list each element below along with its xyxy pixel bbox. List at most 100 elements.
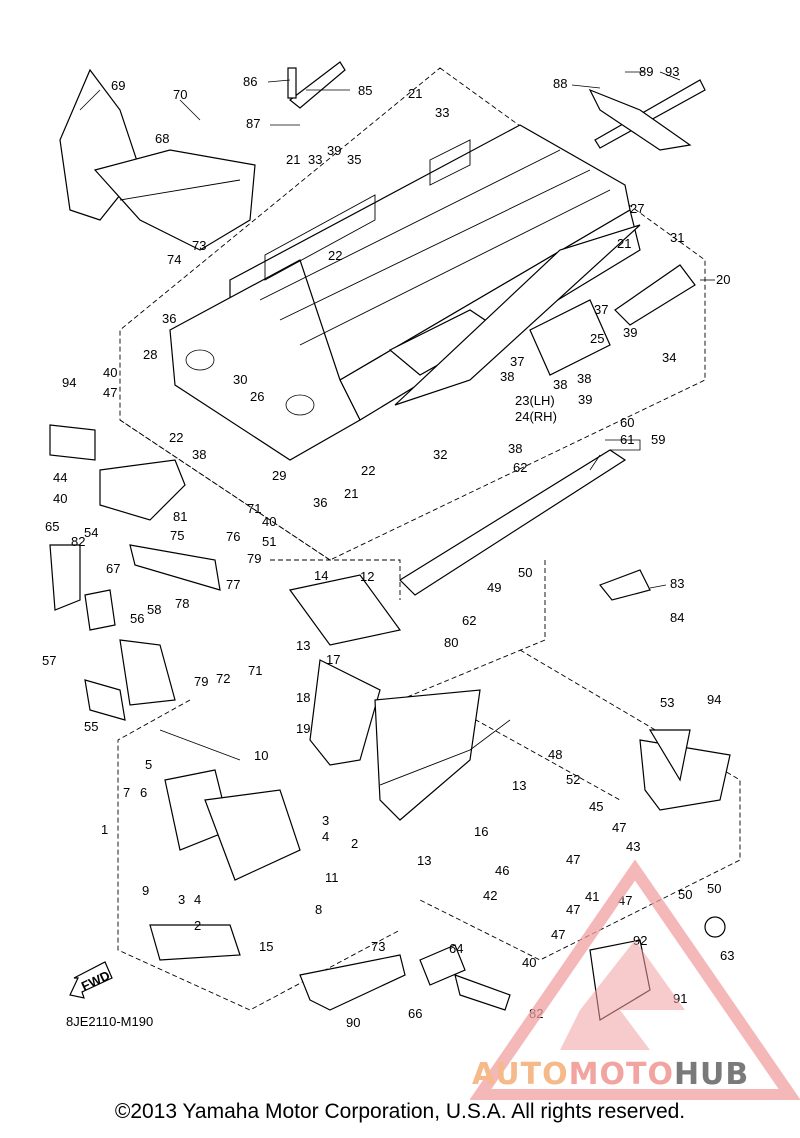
callout: 21 — [617, 236, 631, 251]
front-parts-65-67 — [49, 544, 116, 631]
callout: 40 — [262, 514, 276, 529]
callout: 55 — [84, 719, 98, 734]
callout: 41 — [585, 889, 599, 904]
callout: 36 — [162, 311, 176, 326]
callout: 20 — [716, 272, 730, 287]
callout: 34 — [662, 350, 676, 365]
callout: 46 — [495, 863, 509, 878]
callout: 47 — [103, 385, 117, 400]
callout: 28 — [143, 347, 157, 362]
callout: 25 — [590, 331, 604, 346]
callout: 11 — [325, 870, 339, 885]
callout: 22 — [169, 430, 183, 445]
callout: 32 — [433, 447, 447, 462]
fwd-label: FWD — [79, 968, 112, 994]
callout: 68 — [155, 131, 169, 146]
callout: 37 — [510, 354, 524, 369]
callout: 18 — [296, 690, 310, 705]
callout: 40 — [522, 955, 536, 970]
leader-lines — [79, 71, 715, 589]
callout: 31 — [670, 230, 684, 245]
callout: 94 — [707, 692, 721, 707]
callout: 39 — [327, 143, 341, 158]
callout: 16 — [474, 824, 488, 839]
callout: 78 — [175, 596, 189, 611]
engine-mount-plate-1 — [149, 729, 301, 961]
callout: 47 — [551, 927, 565, 942]
callout: 13 — [512, 778, 526, 793]
callout: 45 — [589, 799, 603, 814]
callout: 39 — [578, 392, 592, 407]
callout: 69 — [111, 78, 125, 93]
rail-59 — [399, 449, 627, 596]
callout: 82 — [71, 534, 85, 549]
callout: 4 — [194, 892, 201, 907]
callout: 53 — [660, 695, 674, 710]
callout: 64 — [449, 941, 463, 956]
callout: 84 — [670, 610, 684, 625]
callout: 67 — [106, 561, 120, 576]
callout: 23(LH) — [515, 393, 555, 408]
callout: 65 — [45, 519, 59, 534]
callout: 38 — [192, 447, 206, 462]
callout: 60 — [620, 415, 634, 430]
callout: 44 — [53, 470, 67, 485]
callout: 42 — [483, 888, 497, 903]
callout-labels: 69 70 86 85 87 88 89 93 21 33 68 21 33 3… — [42, 64, 734, 1030]
mount-56 — [84, 639, 176, 721]
callout: 4 — [322, 829, 329, 844]
callout: 71 — [248, 663, 262, 678]
callout: 75 — [170, 528, 184, 543]
main-frame — [169, 124, 641, 461]
callout: 62 — [513, 460, 527, 475]
callout: 40 — [103, 365, 117, 380]
callout: 14 — [314, 568, 328, 583]
callout: 21 — [408, 86, 422, 101]
callout: 74 — [167, 252, 181, 267]
callout: 38 — [508, 441, 522, 456]
watermark-logo — [470, 860, 800, 1100]
callout: 73 — [192, 238, 206, 253]
callout: 3 — [178, 892, 185, 907]
callout: 38 — [553, 377, 567, 392]
callout: 52 — [566, 772, 580, 787]
front-bumper-assembly — [59, 68, 256, 251]
callout: 59 — [651, 432, 665, 447]
callout: 90 — [346, 1015, 360, 1030]
rear-bumper-bar — [588, 79, 706, 151]
callout: 36 — [313, 495, 327, 510]
callout: 49 — [487, 580, 501, 595]
callout: 30 — [233, 372, 247, 387]
callout: 71 — [247, 501, 261, 516]
callout: 17 — [326, 652, 340, 667]
callout: 73 — [371, 939, 385, 954]
steering-column-12 — [288, 574, 511, 821]
callout: 7 — [123, 785, 130, 800]
left-bracket-40 — [49, 424, 186, 521]
callout: 51 — [262, 534, 276, 549]
callout: 50 — [678, 887, 692, 902]
callout: 39 — [623, 325, 637, 340]
callout: 37 — [594, 302, 608, 317]
callout: 76 — [226, 529, 240, 544]
callout: 85 — [358, 83, 372, 98]
callout: 10 — [254, 748, 268, 763]
callout: 33 — [308, 152, 322, 167]
callout: 50 — [518, 565, 532, 580]
side-bracket-31 — [614, 264, 696, 326]
callout: 86 — [243, 74, 257, 89]
callout: 70 — [173, 87, 187, 102]
bracket-34 — [529, 299, 611, 376]
watermark-text: AUTOMOTOHUB — [472, 1057, 749, 1092]
callout: 50 — [707, 881, 721, 896]
callout: 22 — [361, 463, 375, 478]
callout: 35 — [347, 152, 361, 167]
callout: 88 — [553, 76, 567, 91]
top-bracket-85 — [287, 61, 346, 109]
callout: 8 — [315, 902, 322, 917]
callout: 13 — [417, 853, 431, 868]
callout: 79 — [247, 551, 261, 566]
callout: 61 — [620, 432, 634, 447]
callout: 2 — [351, 836, 358, 851]
